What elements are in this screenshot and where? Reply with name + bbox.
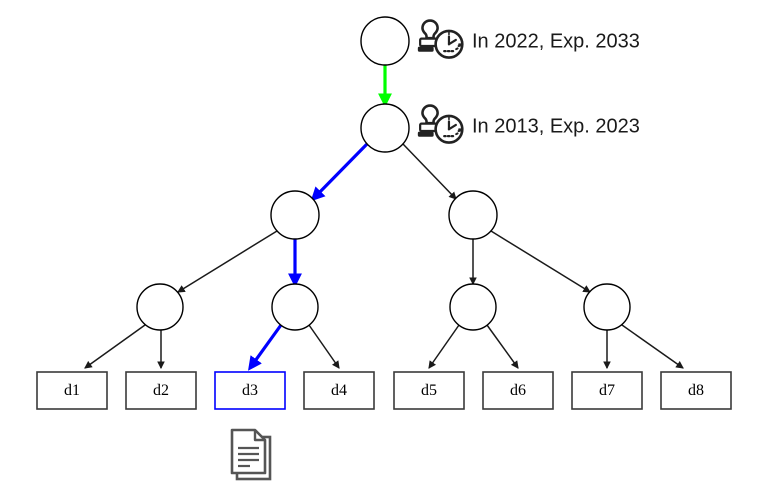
- leaf-box[interactable]: [571, 371, 643, 410]
- tree-node[interactable]: [270, 190, 320, 240]
- edges-layer: [84, 65, 684, 371]
- leaf-label: d2: [153, 382, 169, 399]
- tree-node[interactable]: [136, 283, 184, 331]
- leaf-box[interactable]: [36, 371, 108, 410]
- leaf-label: d7: [599, 382, 615, 399]
- leaf-node[interactable]: d5: [393, 371, 465, 410]
- tree-edge: [402, 143, 457, 200]
- leaf-node[interactable]: d8: [660, 371, 732, 410]
- leaf-node[interactable]: d4: [303, 371, 375, 410]
- tree-node[interactable]: [360, 16, 410, 66]
- leaf-node[interactable]: d7: [571, 371, 643, 410]
- leaf-label: d4: [331, 382, 347, 399]
- leaf-label: d3: [242, 382, 258, 399]
- tree-edge: [177, 230, 278, 293]
- leaf-label: d1: [64, 382, 80, 399]
- tree-node[interactable]: [448, 190, 498, 240]
- leaf-box[interactable]: [393, 371, 465, 410]
- tree-edge: [248, 324, 283, 371]
- tree-edge: [84, 324, 146, 369]
- leaf-box[interactable]: [125, 371, 197, 410]
- annotation-root-text: In 2022, Exp. 2033: [472, 30, 640, 52]
- tree-edge: [621, 324, 684, 369]
- leaf-node[interactable]: d6: [482, 371, 554, 410]
- leaf-label: d6: [510, 382, 526, 399]
- leaf-box[interactable]: [214, 371, 286, 410]
- leaf-label: d8: [688, 382, 704, 399]
- document-pages-icon[interactable]: [230, 428, 272, 481]
- tree-edge: [308, 324, 340, 369]
- leaf-box[interactable]: [660, 371, 732, 410]
- tree-edge: [428, 324, 460, 369]
- tree-node[interactable]: [360, 103, 410, 153]
- leaf-node[interactable]: d2: [125, 371, 197, 410]
- tree-node[interactable]: [271, 283, 319, 331]
- tree-edge: [310, 142, 369, 202]
- leaf-node[interactable]: d1: [36, 371, 108, 410]
- stamp-clock-icon: [417, 21, 462, 58]
- tree-node[interactable]: [449, 283, 497, 331]
- leaf-node[interactable]: d3: [214, 371, 286, 410]
- stamp-clock-icon: [417, 106, 462, 143]
- tree-node[interactable]: [583, 283, 631, 331]
- leaf-box[interactable]: [482, 371, 554, 410]
- tree-edge: [490, 230, 591, 293]
- leaf-box[interactable]: [303, 371, 375, 410]
- leaves-layer: d1 d2 d3 d4 d5 d6 d7 d8: [36, 371, 732, 410]
- nodes-layer: [136, 16, 631, 331]
- annotation-level2-text: In 2013, Exp. 2023: [472, 115, 640, 137]
- tree-edge: [486, 324, 519, 369]
- leaf-label: d5: [421, 382, 437, 399]
